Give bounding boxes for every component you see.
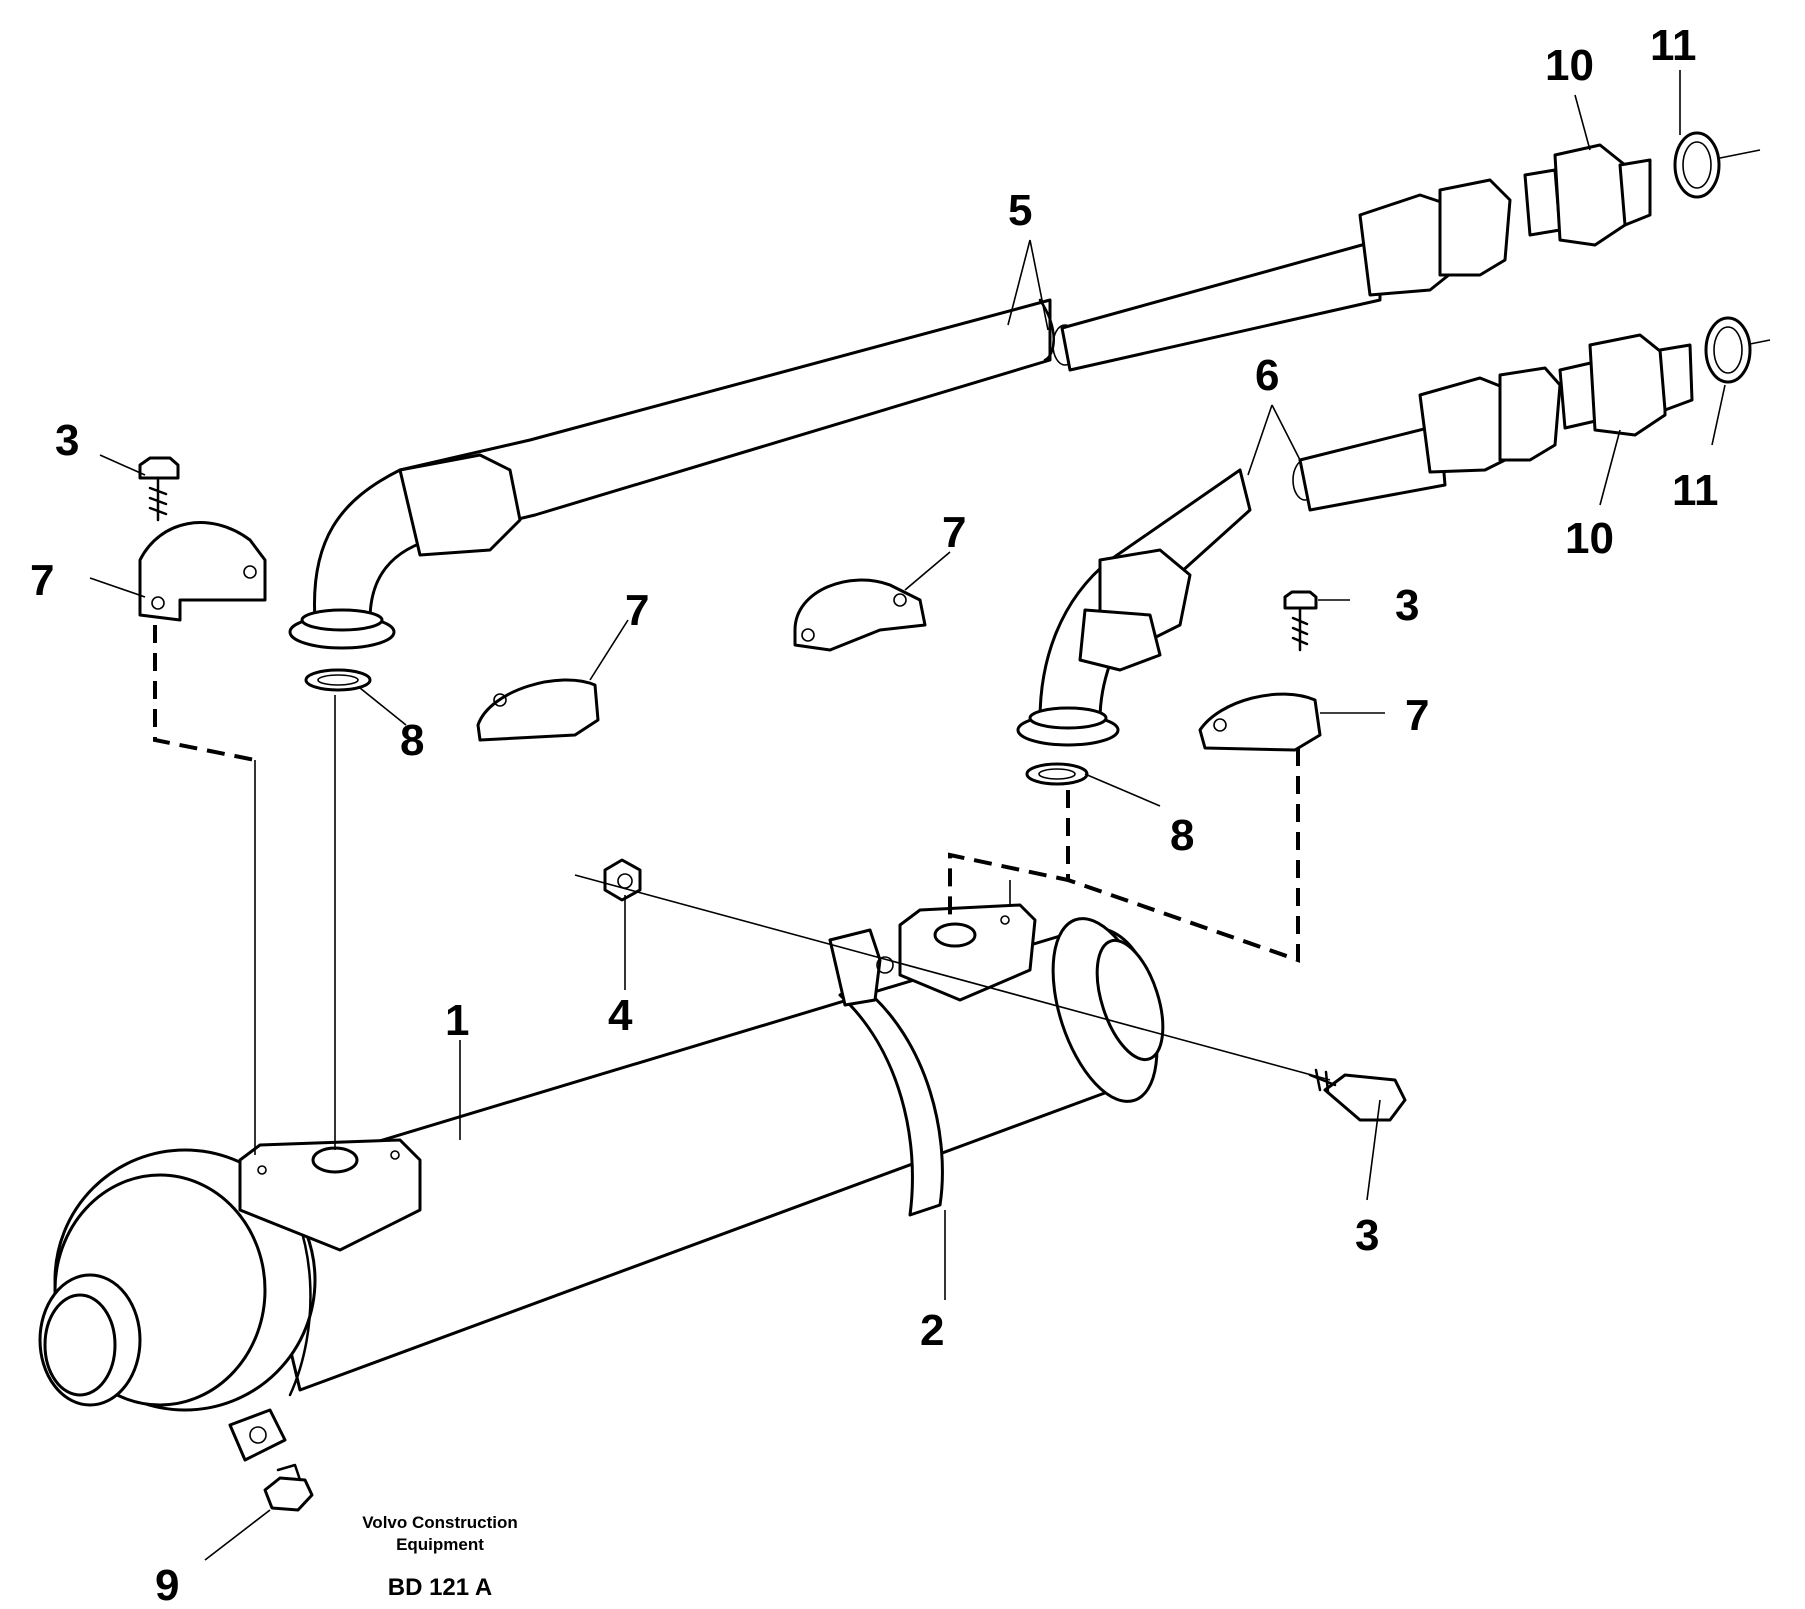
credit-line-1: Volvo Construction [362,1513,518,1532]
callouts: 1 2 3 3 3 4 5 6 7 7 7 7 8 8 9 10 10 11 1… [30,21,1719,1609]
callout-7-right: 7 [1405,691,1429,740]
callout-1: 1 [445,996,469,1045]
callout-2: 2 [920,1306,944,1355]
callout-11-bottom: 11 [1672,466,1719,515]
callout-5: 5 [1008,186,1032,235]
callout-11-top: 11 [1650,21,1697,70]
callout-10-bottom: 10 [1565,514,1614,563]
hose-5 [288,178,1512,650]
assembly-lines [153,625,1300,1155]
hose-clamps [138,521,1322,752]
hose-6 [1016,366,1562,747]
adapters-and-o-rings [1523,131,1771,437]
callout-3-lower-right: 3 [1355,1211,1379,1260]
callout-4: 4 [608,991,633,1040]
credit-line-2: Equipment [396,1535,484,1554]
bolt-and-nut-hardware [138,456,1407,1512]
seal-rings [304,668,1089,786]
callout-7-center: 7 [942,508,966,557]
callout-8-left: 8 [400,716,424,765]
callout-10-top: 10 [1545,41,1594,90]
clamp-band [828,928,944,1217]
oil-cooler-body [38,903,1165,1462]
drawing-code: BD 121 A [388,1574,492,1601]
callout-3-upper-left: 3 [55,416,79,465]
leader-lines [89,70,1726,1561]
callout-7-left: 7 [30,556,54,605]
callout-8-right: 8 [1170,811,1194,860]
callout-6: 6 [1255,351,1279,400]
drawing-credit: Volvo Construction Equipment BD 121 A [362,1513,518,1601]
callout-7-center-left: 7 [625,586,649,635]
callout-3-right: 3 [1395,581,1419,630]
callout-9: 9 [155,1561,179,1609]
